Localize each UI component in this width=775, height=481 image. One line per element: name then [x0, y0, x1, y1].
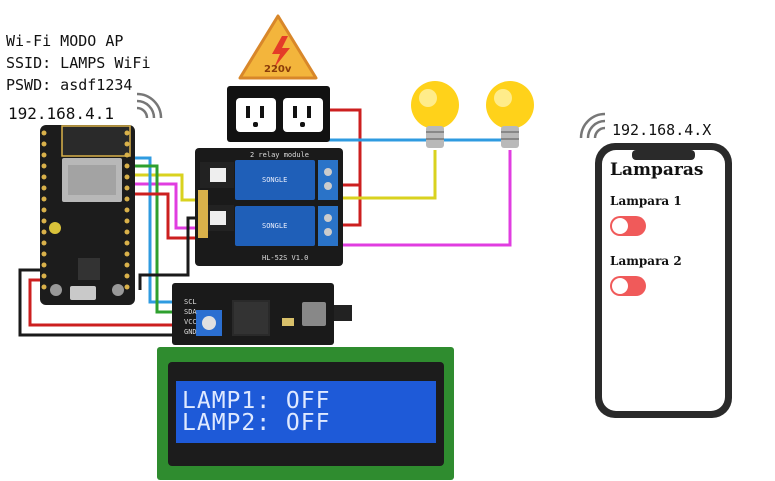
- wifi-info: Wi-Fi MODO AP SSID: LAMPS WiFi PSWD: asd…: [6, 30, 151, 96]
- i2c-lcd-adapter: [172, 283, 352, 345]
- pin-hole: [124, 207, 130, 213]
- relay-module: [195, 148, 343, 266]
- esp8266-board: [40, 125, 135, 305]
- phone-ip-address: 192.168.4.X: [612, 121, 712, 139]
- relay-brand-label-2: SONGLE: [262, 222, 288, 230]
- wire-esp-relay-green: [130, 164, 182, 314]
- light-bulb-2: [486, 81, 534, 148]
- smartphone: [595, 143, 732, 418]
- pin-hole: [41, 130, 47, 136]
- pin-hole: [41, 284, 47, 290]
- pin-hole: [41, 196, 47, 202]
- wire-esp-relay-magenta: [130, 182, 208, 230]
- wire-lamp1-yellow: [330, 150, 437, 200]
- high-voltage-warning-sign: [238, 14, 318, 80]
- wire-relay-black: [138, 216, 208, 290]
- voltage-label: 220v: [264, 64, 292, 75]
- lightning-bolt-icon: [272, 36, 290, 68]
- wire-power-red: [28, 278, 182, 327]
- power-outlet: [227, 86, 330, 142]
- lamp-1-label: Lampara 1: [610, 194, 682, 208]
- pin-hole: [41, 185, 47, 191]
- pin-hole: [124, 273, 130, 279]
- pin-hole: [41, 251, 47, 257]
- pin-hole: [124, 262, 130, 268]
- esp-ip-address: 192.168.4.1: [8, 104, 114, 123]
- lcd-module: [157, 347, 454, 480]
- pin-hole: [124, 141, 130, 147]
- lcd-line-1: LAMP1: OFF: [182, 388, 331, 414]
- lamp-2-toggle[interactable]: [610, 276, 646, 296]
- lamp-1-toggle[interactable]: [610, 216, 646, 236]
- wire-esp-relay-blue: [130, 156, 182, 304]
- password-label: PSWD: asdf1234: [6, 76, 133, 94]
- pin-hole: [41, 262, 47, 268]
- pin-hole: [124, 251, 130, 257]
- pin-hole: [124, 185, 130, 191]
- wifi-mode-label: Wi-Fi MODO AP: [6, 32, 124, 50]
- i2c-pin-sda: SDA: [184, 308, 197, 316]
- pin-hole: [41, 207, 47, 213]
- pin-hole: [41, 152, 47, 158]
- app-title: Lamparas: [610, 160, 704, 180]
- i2c-pin-vcc: VCC: [184, 318, 197, 326]
- pin-hole: [41, 141, 47, 147]
- ssid-label: SSID: LAMPS WiFi: [6, 54, 151, 72]
- lcd-line-2: LAMP2: OFF: [182, 410, 331, 436]
- i2c-pin-scl: SCL: [184, 298, 197, 306]
- esp8266-pin-headers: [41, 130, 130, 290]
- relay-brand-label-1: SONGLE: [262, 176, 288, 184]
- pin-hole: [124, 196, 130, 202]
- wire-mains-red-1: [305, 108, 362, 187]
- pin-hole: [41, 174, 47, 180]
- pin-hole: [41, 240, 47, 246]
- wire-power-black: [18, 268, 182, 337]
- pin-hole: [41, 229, 47, 235]
- pin-hole: [124, 218, 130, 224]
- lcd-display-text: LAMP1: OFF LAMP2: OFF: [182, 388, 432, 436]
- pin-hole: [124, 240, 130, 246]
- wifi-signal-icon: [136, 92, 163, 119]
- pin-hole: [124, 152, 130, 158]
- pin-hole: [124, 229, 130, 235]
- pin-hole: [124, 174, 130, 180]
- pin-hole: [124, 284, 130, 290]
- wire-lamp2-magenta: [330, 150, 512, 247]
- pin-hole: [41, 218, 47, 224]
- lamp-2-label: Lampara 2: [610, 254, 682, 268]
- pin-hole: [124, 130, 130, 136]
- pin-hole: [41, 273, 47, 279]
- i2c-pin-gnd: GND: [184, 328, 197, 336]
- pin-hole: [41, 163, 47, 169]
- wifi-signal-icon: [579, 112, 606, 139]
- light-bulb-1: [411, 81, 459, 148]
- phone-app-screen: Lamparas Lampara 1 Lampara 2: [610, 160, 722, 314]
- pin-hole: [124, 163, 130, 169]
- relay-module-bottom-label: HL-52S V1.0: [262, 254, 309, 262]
- relay-module-top-label: 2 relay module: [250, 151, 310, 159]
